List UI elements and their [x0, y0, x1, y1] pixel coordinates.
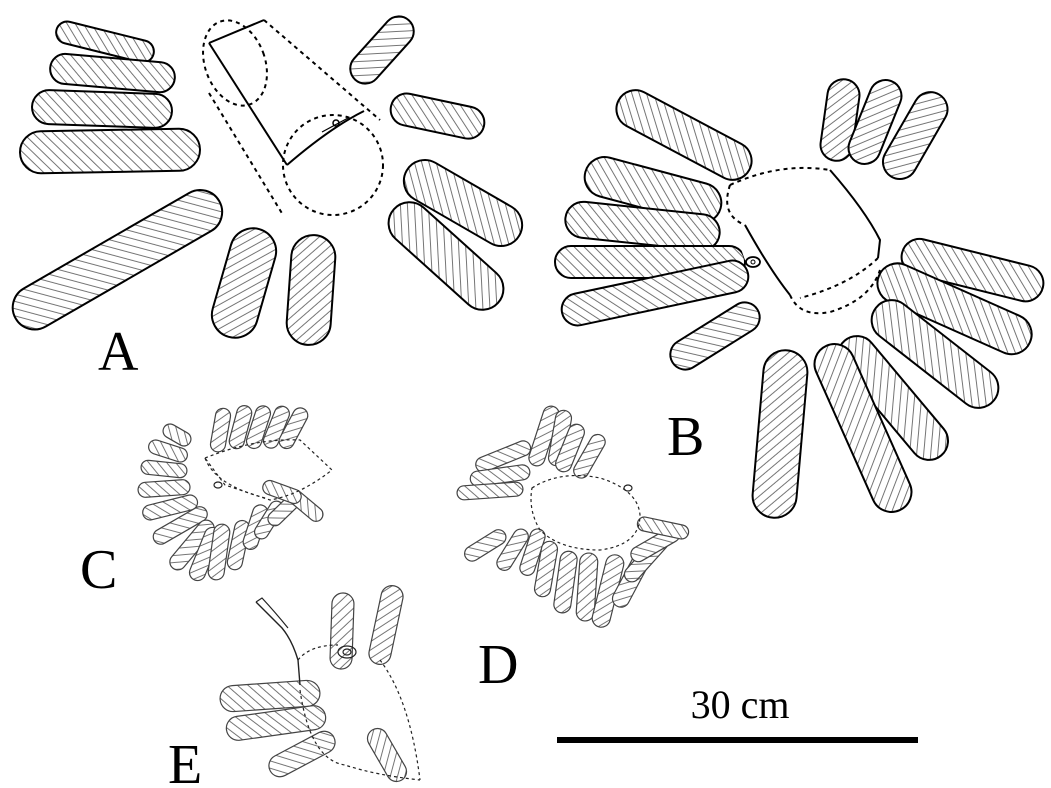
hatched-strip [20, 128, 201, 173]
hatched-strip [364, 725, 410, 785]
panel-label-b: B [667, 406, 704, 468]
scale-bar-label: 30 cm [691, 682, 790, 727]
hatched-strip [206, 223, 281, 343]
panel-label-e: E [168, 734, 202, 788]
hatched-strip [31, 90, 172, 129]
panel-c-strips [138, 404, 326, 583]
panel-a-stem-outline [192, 11, 383, 215]
panel-label-d: D [478, 634, 518, 696]
panel-e-strips [219, 584, 410, 786]
hatched-strip [138, 479, 191, 498]
hatched-strip [751, 348, 809, 519]
panel-a: A [5, 10, 530, 383]
panel-b: B [555, 75, 1047, 519]
hatched-strip [553, 550, 578, 614]
panel-b-stem-outline [727, 168, 880, 313]
panel-d: D [457, 404, 690, 696]
hatched-strip [665, 297, 766, 375]
hatched-strip [285, 234, 337, 347]
scale-bar: 30 cm [557, 682, 918, 740]
panel-d-stem-outline [531, 476, 640, 550]
panel-label-a: A [98, 321, 139, 383]
hatched-strip [49, 53, 176, 94]
hatched-strip [209, 407, 231, 453]
hatched-strip [457, 482, 524, 501]
hatched-strip [388, 91, 488, 142]
panel-label-c: C [80, 539, 117, 601]
panel-d-strips [457, 404, 690, 629]
hatched-strip [344, 10, 420, 90]
hatched-strip [5, 182, 231, 338]
panel-e: E [168, 584, 420, 788]
panel-c: C [80, 404, 332, 601]
hatched-strip [367, 584, 405, 667]
